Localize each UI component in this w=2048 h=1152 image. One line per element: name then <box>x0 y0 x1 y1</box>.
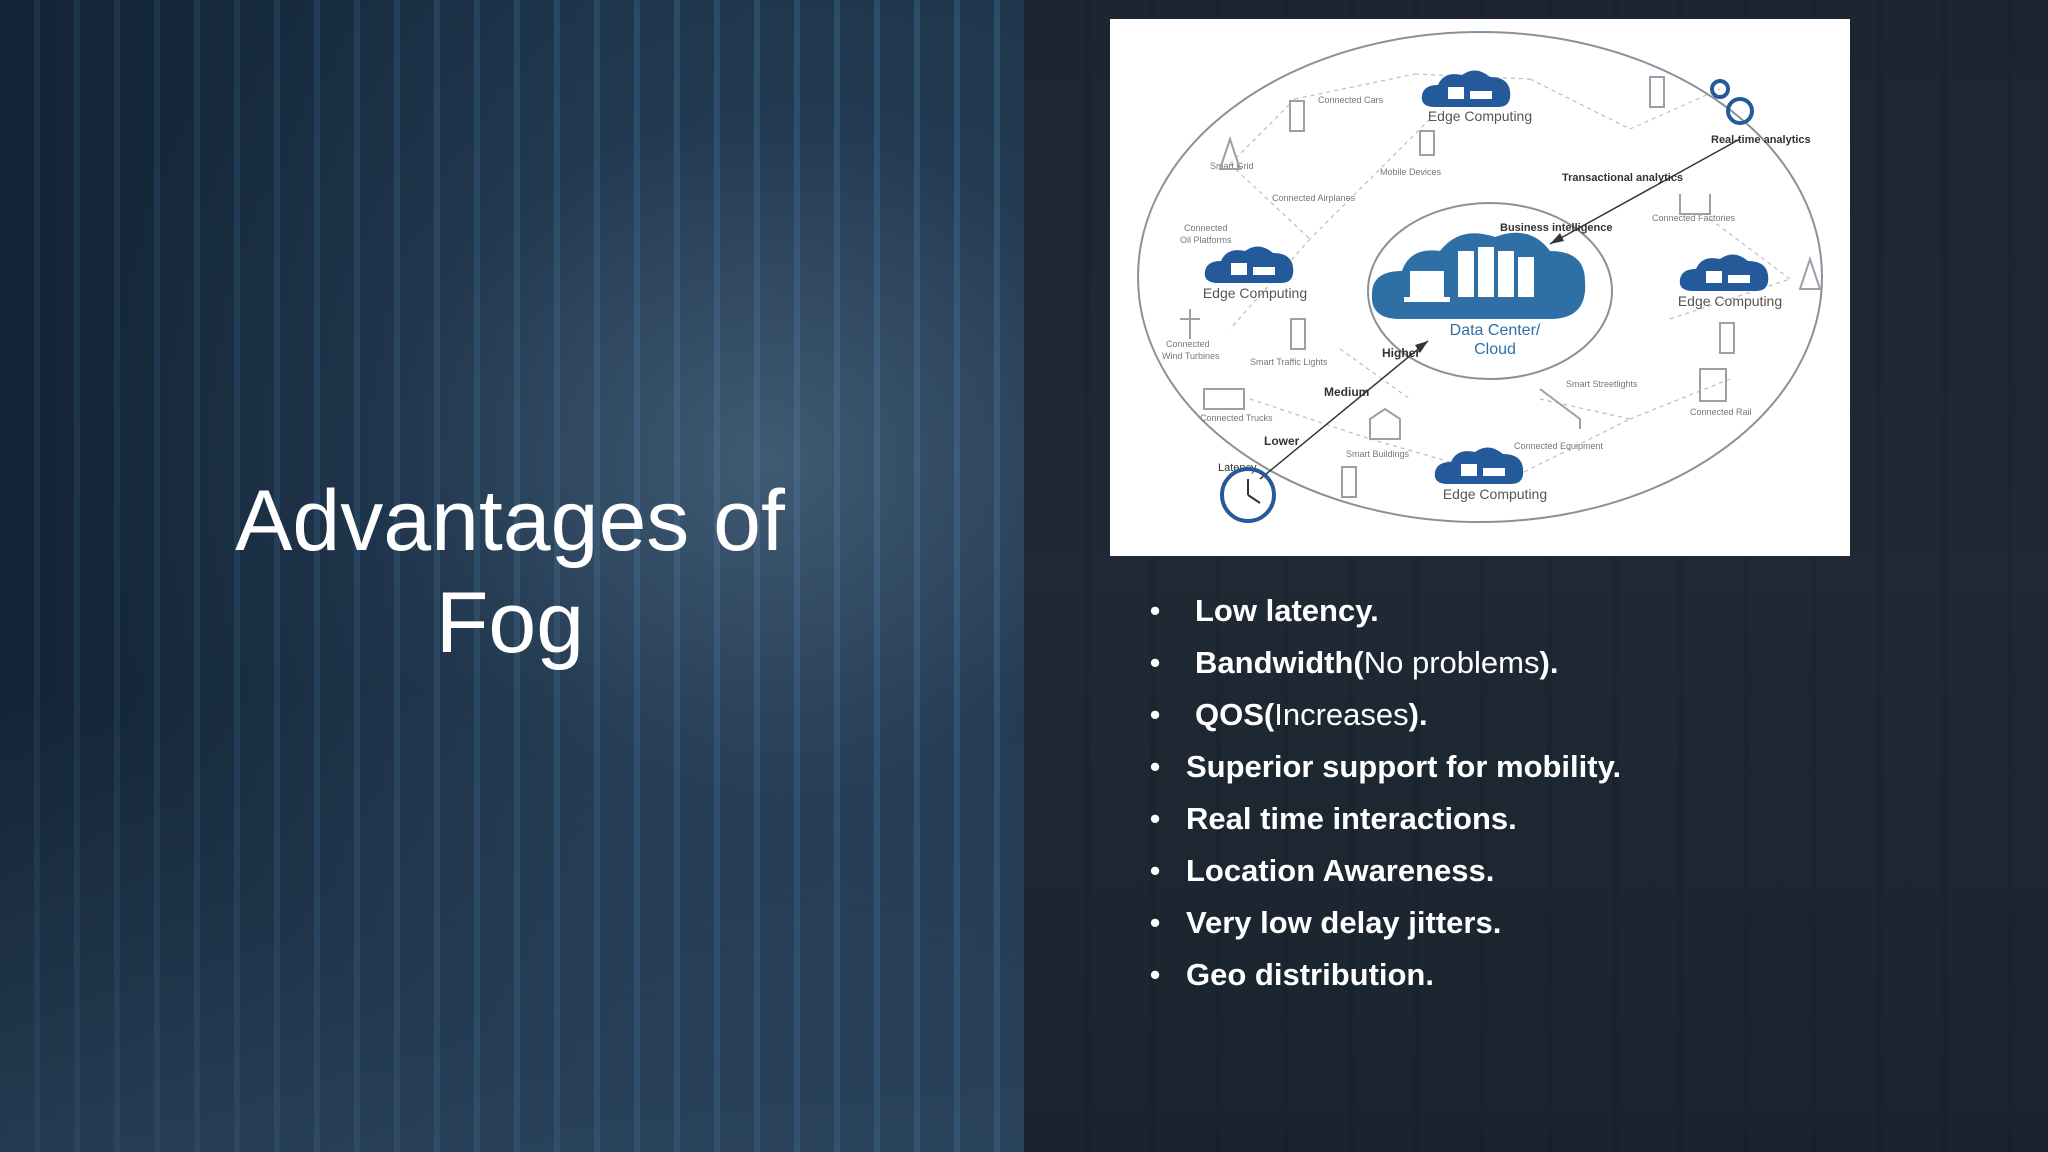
item-text-end: ). <box>1408 697 1428 732</box>
smart-grid-label: Smart Grid <box>1210 161 1254 171</box>
data-center-label: Data Center/ <box>1450 322 1541 339</box>
mobile-devices-label: Mobile Devices <box>1380 167 1442 177</box>
item-text: Superior support for mobility. <box>1186 749 1622 784</box>
transactional-analytics-label: Transactional analytics <box>1562 172 1683 184</box>
fog-computing-diagram: Data Center/ Cloud Edge Computing Edge C… <box>1110 19 1850 556</box>
list-item: • Geo distribution. <box>1145 949 2025 1001</box>
smart-streetlights-label: Smart Streetlights <box>1566 379 1638 389</box>
wind-turbines-label-2: Wind Turbines <box>1162 351 1220 361</box>
title-line-1: Advantages of <box>235 473 785 569</box>
mobile-device-icon <box>1419 130 1435 156</box>
latency-arrowhead-upper <box>1550 233 1564 244</box>
advantages-list: • Low latency. • Bandwidth(No problems).… <box>1145 585 2025 1001</box>
power-tower-icon <box>1798 255 1822 290</box>
item-text: QOS( <box>1195 697 1275 732</box>
edge-cloud-bottom <box>1434 447 1524 484</box>
slide-title: Advantages of Fog <box>170 470 850 674</box>
connected-airplanes-label: Connected Airplanes <box>1272 193 1356 203</box>
truck-icon <box>1203 388 1245 410</box>
equipment-icon <box>1539 388 1581 429</box>
list-item: • Real time interactions. <box>1145 793 2025 845</box>
medium-label: Medium <box>1324 385 1369 399</box>
title-line-2: Fog <box>435 575 585 671</box>
gear-icon <box>1710 79 1754 125</box>
mesh-lines <box>1229 73 1791 480</box>
item-text: Very low delay jitters. <box>1186 905 1502 940</box>
edge-cloud-top <box>1421 70 1511 107</box>
traffic-light-icon <box>1649 76 1665 108</box>
edge-computing-top-label: Edge Computing <box>1428 108 1532 124</box>
list-item: • Superior support for mobility. <box>1145 741 2025 793</box>
latency-arrow-lower <box>1259 340 1429 480</box>
list-item: • Location Awareness. <box>1145 845 2025 897</box>
bullet-icon: • <box>1149 853 1161 888</box>
item-text: Bandwidth( <box>1195 645 1364 680</box>
edge-cloud-right <box>1679 254 1769 291</box>
smart-buildings-label: Smart Buildings <box>1346 449 1410 459</box>
item-text: Real time interactions. <box>1186 801 1517 836</box>
clock-icon <box>1220 467 1276 523</box>
oil-platforms-label-2: Oil Platforms <box>1180 235 1232 245</box>
latency-arrow-upper <box>1549 138 1741 245</box>
connected-cars-label: Connected Cars <box>1318 95 1384 105</box>
item-text-light: No problems <box>1363 645 1540 680</box>
cloud-label: Cloud <box>1474 341 1516 358</box>
item-text: Location Awareness. <box>1186 853 1495 888</box>
oil-platforms-label-1: Connected <box>1184 223 1228 233</box>
higher-label: Higher <box>1382 346 1420 360</box>
connected-factories-label: Connected Factories <box>1652 213 1736 223</box>
list-item: • Low latency. <box>1145 585 2025 637</box>
bullet-icon: • <box>1149 593 1161 628</box>
inner-ring <box>1367 202 1613 380</box>
edge-computing-left-label: Edge Computing <box>1203 285 1307 301</box>
edge-computing-right-label: Edge Computing <box>1678 293 1782 309</box>
list-item: • Bandwidth(No problems). <box>1145 637 2025 689</box>
real-time-analytics-label: Real-time analytics <box>1711 134 1811 146</box>
bullet-icon: • <box>1149 957 1161 992</box>
device-labels: Connected Cars Smart Grid Mobile Devices… <box>1162 95 1752 459</box>
bullet-icon: • <box>1149 749 1161 784</box>
bullet-icon: • <box>1149 697 1161 732</box>
left-background-panel <box>0 0 1024 1152</box>
connected-equipment-label: Connected Equipment <box>1514 441 1604 451</box>
item-text-end: ). <box>1539 645 1559 680</box>
wind-turbine-icon <box>1180 309 1200 339</box>
latency-arrowhead-lower <box>1415 341 1428 353</box>
business-intelligence-label: Business intelligence <box>1500 222 1612 234</box>
smart-traffic-lights-label: Smart Traffic Lights <box>1250 357 1328 367</box>
building-icon <box>1369 407 1401 440</box>
traffic-light-icon <box>1719 322 1735 354</box>
edge-cloud-left <box>1204 246 1294 283</box>
power-tower-icon <box>1218 135 1242 170</box>
item-text-light: Increases <box>1274 697 1409 732</box>
item-text: Low latency. <box>1195 593 1379 628</box>
cloud-icon <box>1371 232 1586 319</box>
list-item: • Very low delay jitters. <box>1145 897 2025 949</box>
traffic-light-icon <box>1289 100 1305 132</box>
connected-rail-label: Connected Rail <box>1690 407 1752 417</box>
diagram-svg: Data Center/ Cloud Edge Computing Edge C… <box>1137 31 1823 523</box>
lower-label: Lower <box>1264 434 1300 448</box>
list-item: • QOS(Increases). <box>1145 689 2025 741</box>
factory-icon <box>1679 194 1711 215</box>
rail-icon <box>1699 368 1727 402</box>
connected-trucks-label: Connected Trucks <box>1200 413 1273 423</box>
traffic-light-icon <box>1341 466 1357 498</box>
traffic-light-icon <box>1290 318 1306 350</box>
bullet-icon: • <box>1149 905 1161 940</box>
edge-computing-bottom-label: Edge Computing <box>1443 486 1547 502</box>
outer-ring <box>1137 31 1823 523</box>
item-text: Geo distribution. <box>1186 957 1434 992</box>
wind-turbines-label-1: Connected <box>1166 339 1210 349</box>
device-icons <box>1180 76 1822 498</box>
bullet-icon: • <box>1149 801 1161 836</box>
bullet-icon: • <box>1149 645 1161 680</box>
